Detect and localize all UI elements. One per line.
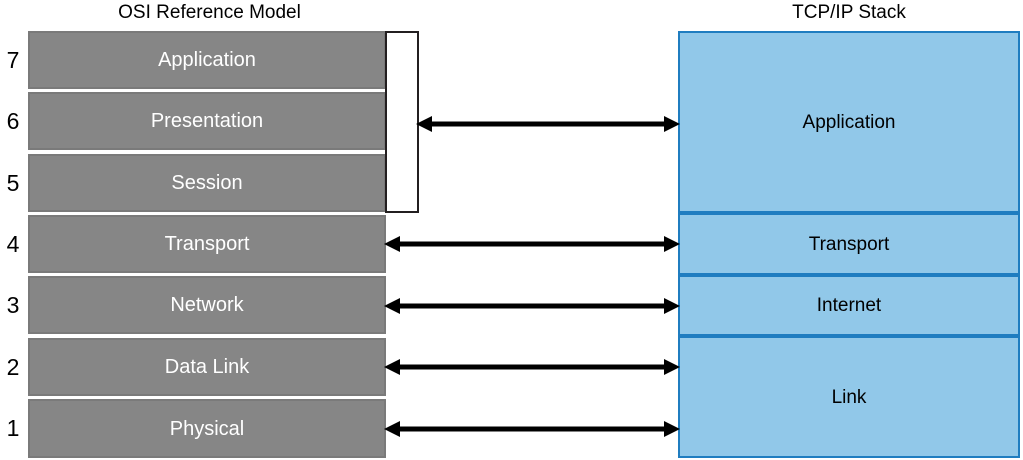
physical-mapping-arrow [384, 418, 680, 440]
upper-layers-bracket [385, 31, 419, 213]
tcpip-layer-box-transport[interactable]: Transport [678, 213, 1020, 275]
application-mapping-arrow [416, 113, 680, 135]
osi-layer-number-5: 5 [6, 170, 20, 196]
tcpip-layer-box-internet[interactable]: Internet [678, 275, 1020, 336]
osi-layer-number-3: 3 [6, 292, 20, 318]
osi-layer-box-data-link[interactable]: Data Link [28, 338, 386, 396]
tcpip-layer-box-link[interactable]: Link [678, 336, 1020, 458]
osi-layer-number-1: 1 [6, 415, 20, 441]
osi-layer-box-session[interactable]: Session [28, 154, 386, 212]
osi-layer-box-presentation[interactable]: Presentation [28, 92, 386, 150]
osi-layer-box-physical[interactable]: Physical [28, 399, 386, 458]
osi-layer-box-network[interactable]: Network [28, 276, 386, 334]
datalink-mapping-arrow [384, 356, 680, 378]
internet-mapping-arrow [384, 295, 680, 317]
transport-mapping-arrow [384, 233, 680, 255]
tcpip-column-title: TCP/IP Stack [792, 2, 906, 23]
osi-column-title: OSI Reference Model [118, 2, 301, 23]
osi-layer-number-2: 2 [6, 354, 20, 380]
osi-layer-number-4: 4 [6, 231, 20, 257]
osi-layer-box-application[interactable]: Application [28, 31, 386, 89]
osi-layer-number-7: 7 [6, 47, 20, 73]
osi-layer-box-transport[interactable]: Transport [28, 215, 386, 273]
tcpip-layer-box-application[interactable]: Application [678, 31, 1020, 213]
osi-layer-number-6: 6 [6, 108, 20, 134]
